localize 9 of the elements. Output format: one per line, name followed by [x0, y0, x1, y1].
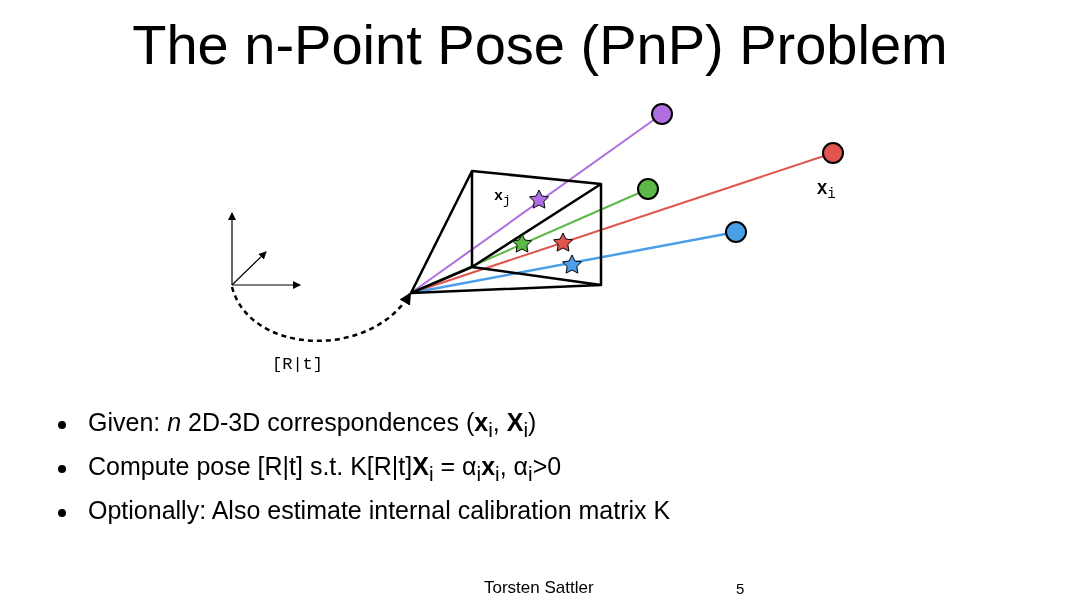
point-label: x$_{j}$ — [494, 188, 511, 208]
slide-title: The n-Point Pose (PnP) Problem — [131, 12, 949, 77]
author-name: Torsten Sattler — [484, 578, 594, 598]
pose-label: [R|t] — [272, 355, 323, 374]
bullet-text: Compute pose [R|t] s.t. K[R|t]X$_{i}$ = α$_{i}$x$_{i}$, α$_{i}$>0 — [88, 452, 562, 486]
bullet-text: Given: n 2D-3D correspondences (x$_{i}$, X$_{i}$) — [88, 408, 537, 442]
page-number: 5 — [736, 580, 745, 597]
bullet-text: Optionally: Also estimate internal calibration matrix K — [88, 496, 671, 525]
point-label: X$_{i}$ — [817, 180, 836, 203]
